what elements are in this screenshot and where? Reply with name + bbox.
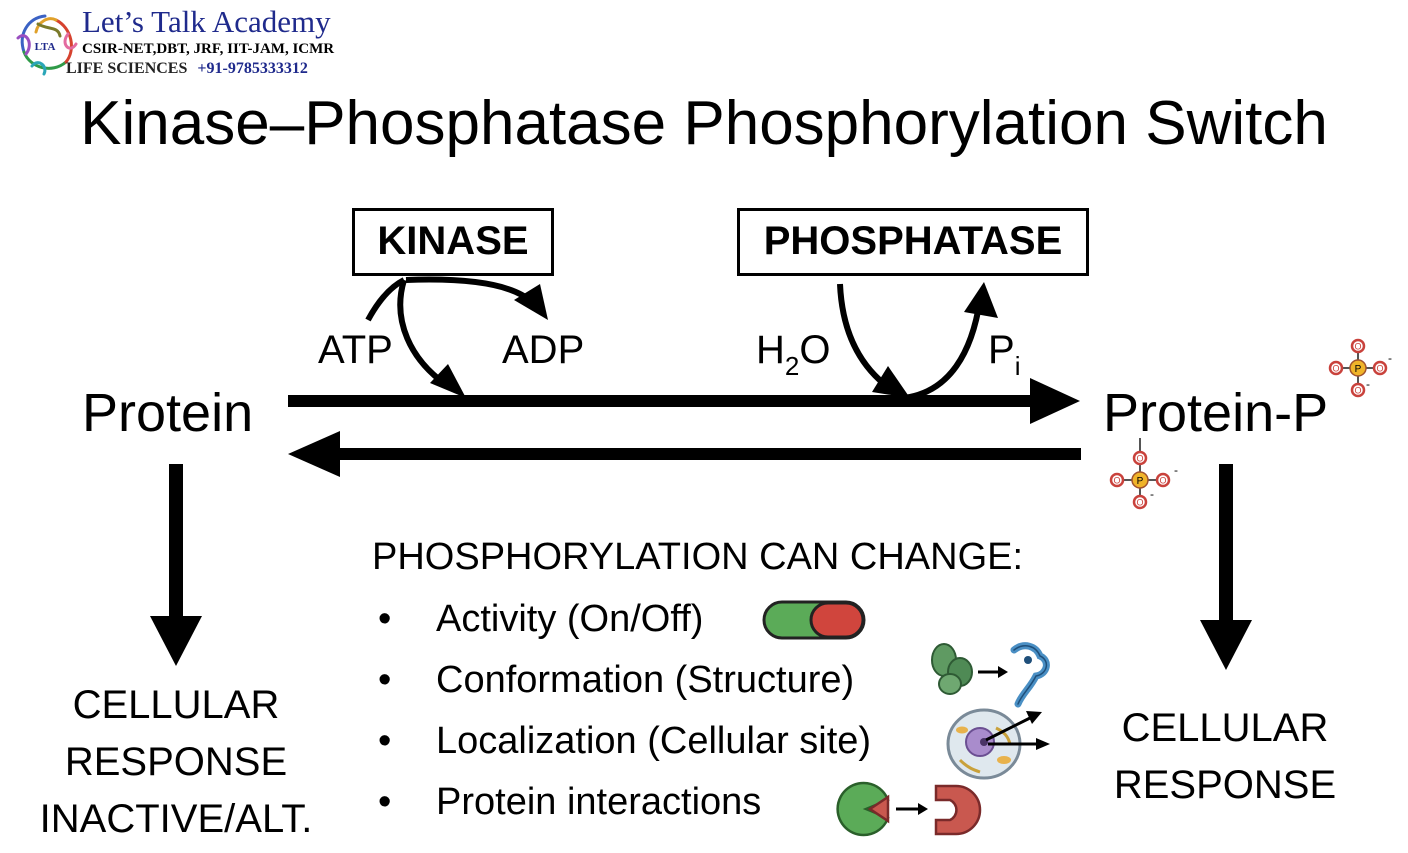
response-line: RESPONSE xyxy=(1113,763,1337,807)
oxygen-atom-label: O xyxy=(1376,364,1383,374)
protein-label: Protein xyxy=(82,383,254,443)
response-line: INACTIVE/ALT. xyxy=(39,797,313,841)
oxygen-atom-label: O xyxy=(1354,342,1361,352)
oxygen-atom-label: O xyxy=(1113,476,1120,486)
toggle-icon xyxy=(762,600,866,640)
oxygen-atom-label: O xyxy=(1332,364,1339,374)
phosphatase-curve-arrow xyxy=(837,283,983,401)
right-response-arrow xyxy=(1200,464,1252,670)
phosphatase-box: PHOSPHATASE xyxy=(737,208,1089,276)
kinase-adp-arrowhead xyxy=(514,284,548,320)
reverse-arrow xyxy=(288,431,1081,477)
academy-subject: LIFE SCIENCES xyxy=(66,60,188,77)
response-line: CELLULAR xyxy=(72,683,280,727)
left-response-arrow xyxy=(150,464,202,666)
oxygen-atom-label: O xyxy=(1354,386,1361,396)
right-cellular-response: CELLULAR RESPONSE xyxy=(1090,700,1360,814)
academy-emblem-icon: LTA xyxy=(16,14,78,76)
phosphate-group-icon: P - - O O O O xyxy=(1328,338,1392,398)
svg-text:LTA: LTA xyxy=(35,41,56,53)
oxygen-atom-label: O xyxy=(1159,476,1166,486)
kinase-atp-arrowhead xyxy=(430,364,466,398)
changes-heading: PHOSPHORYLATION CAN CHANGE: xyxy=(372,536,1024,578)
phosphate-label: Pi xyxy=(988,328,1021,381)
forward-arrow xyxy=(288,378,1080,424)
response-line: CELLULAR xyxy=(1121,706,1329,750)
svg-text:-: - xyxy=(1150,487,1154,501)
page-title: Kinase–Phosphatase Phosphorylation Switc… xyxy=(80,89,1328,158)
cell-icon xyxy=(946,708,1050,780)
svg-text:-: - xyxy=(1174,463,1178,477)
list-item: •Protein interactions xyxy=(378,781,762,823)
svg-text:P: P xyxy=(1355,364,1362,375)
oxygen-atom-label: O xyxy=(1136,454,1143,464)
svg-text:-: - xyxy=(1366,377,1370,391)
list-item: •Activity (On/Off) xyxy=(378,598,704,640)
oxygen-atom-label: O xyxy=(1136,498,1143,508)
water-label: H2O xyxy=(756,328,831,381)
svg-text:-: - xyxy=(1388,351,1392,365)
atp-label: ATP xyxy=(318,328,393,372)
phosphatase-pi-arrowhead xyxy=(964,282,998,318)
phosphatase-h2o-arrowhead xyxy=(872,366,910,398)
left-cellular-response: CELLULAR RESPONSE INACTIVE/ALT. xyxy=(16,677,336,848)
svg-text:P: P xyxy=(1137,476,1144,487)
protein-p-label: Protein-P xyxy=(1103,383,1329,443)
academy-logo: LTA Let’s Talk Academy CSIR-NET,DBT, JRF… xyxy=(8,4,408,84)
phosphate-group-icon: P - - O O O O xyxy=(1109,438,1178,510)
list-item: •Localization (Cellular site) xyxy=(378,720,872,762)
kinase-box: KINASE xyxy=(352,208,554,276)
protein-fold-icon xyxy=(931,642,1050,708)
adp-label: ADP xyxy=(502,328,585,372)
response-line: RESPONSE xyxy=(64,740,288,784)
academy-contact: LIFE SCIENCES +91-9785333312 xyxy=(66,60,308,78)
academy-exams: CSIR-NET,DBT, JRF, IIT-JAM, ICMR xyxy=(82,41,335,57)
list-item: •Conformation (Structure) xyxy=(378,659,855,701)
academy-phone: +91-9785333312 xyxy=(197,60,308,77)
academy-name: Let’s Talk Academy xyxy=(82,4,331,39)
binding-icon xyxy=(836,781,982,837)
